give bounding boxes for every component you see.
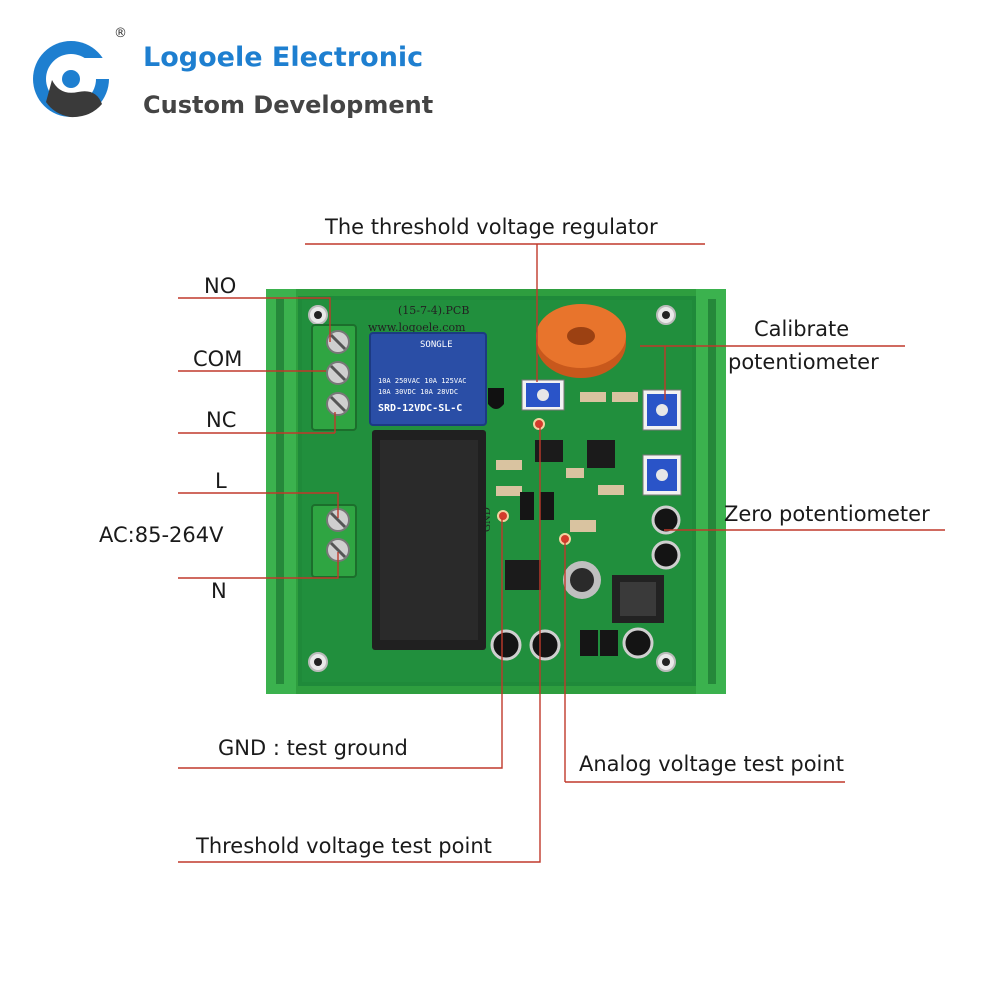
brand-tagline: Custom Development [143, 91, 434, 119]
threshold-potentiometer [521, 379, 565, 411]
relay-terminal-block [311, 324, 357, 431]
label-zero-pot: Zero potentiometer [724, 502, 930, 526]
leader-lines [178, 243, 945, 863]
gnd-silkscreen: GND [482, 507, 493, 532]
transistor [488, 388, 504, 409]
label-com: COM [193, 347, 243, 371]
power-module-face [380, 440, 478, 640]
inductor [563, 561, 601, 599]
zero-potentiometer [642, 454, 682, 496]
label-calibrate-line1: Calibrate [754, 317, 850, 341]
label-nc: NC [206, 408, 237, 432]
label-no: NO [204, 274, 237, 298]
brand-name: Logoele Electronic [143, 42, 424, 73]
label-threshold-regulator: The threshold voltage regulator [325, 215, 658, 239]
test-points [497, 418, 571, 545]
pcb-marking: (15-7-4).PCB [398, 304, 469, 317]
label-analog-test: Analog voltage test point [579, 752, 844, 776]
label-threshold-test: Threshold voltage test point [196, 834, 492, 858]
relay-model: SRD-12VDC-SL-C [378, 403, 462, 414]
label-ac-range: AC:85-264V [99, 523, 224, 547]
label-l: L [215, 469, 227, 493]
relay-rating-1: 10A 250VAC 10A 125VAC [378, 377, 467, 385]
registered-mark: ® [114, 26, 127, 41]
label-calibrate-line2: potentiometer [728, 350, 879, 374]
pcb-website: www.logoele.com [368, 321, 466, 334]
relay-brand: SONGLE [420, 340, 453, 350]
calibrate-potentiometer [642, 389, 682, 431]
capacitors [490, 505, 681, 661]
relay-rating-2: 10A 30VDC 10A 28VDC [378, 388, 458, 396]
current-transformer [536, 304, 626, 378]
label-n: N [211, 579, 227, 603]
small-components [496, 392, 664, 656]
label-gnd-test: GND : test ground [218, 736, 408, 760]
logo-icon [33, 41, 111, 118]
relay: SONGLE 10A 250VAC 10A 125VAC 10A 30VDC 1… [369, 332, 487, 426]
ac-terminal-block [311, 504, 357, 578]
